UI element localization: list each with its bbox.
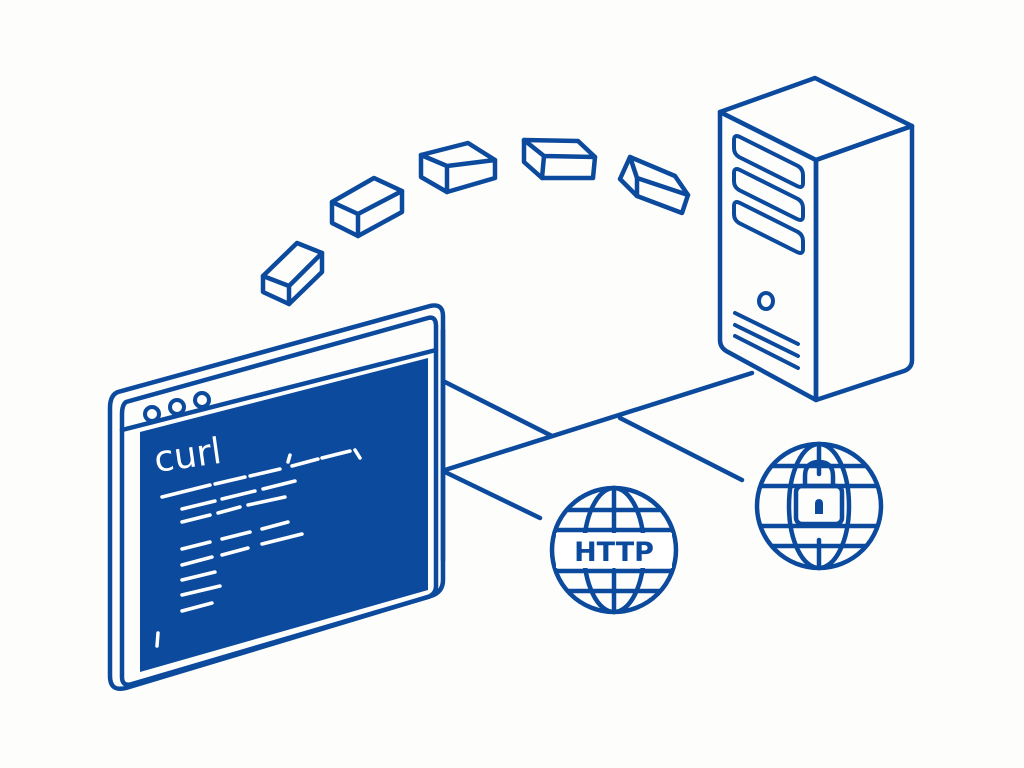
window-button-minimize-icon <box>168 398 186 416</box>
power-button-icon <box>757 291 775 311</box>
packet-icon <box>260 240 325 307</box>
vent-lines <box>733 311 800 370</box>
packet-icon <box>617 154 691 216</box>
terminal-window: curl <box>107 303 446 691</box>
window-button-maximize-icon <box>193 391 211 409</box>
window-button-close-icon <box>143 405 161 423</box>
packet-icon <box>521 137 598 181</box>
padlock-icon <box>793 459 845 527</box>
data-packets <box>260 137 691 307</box>
connection-lines <box>440 327 755 563</box>
cursor <box>155 631 160 648</box>
packet-icon <box>329 175 405 239</box>
server-icon <box>717 75 915 403</box>
window-buttons <box>143 391 211 423</box>
drive-bays <box>732 134 805 255</box>
globe-lock-icon <box>754 441 884 571</box>
globe-http-icon: HTTP <box>549 485 679 615</box>
packet-icon <box>418 140 498 195</box>
code-lines <box>160 448 362 613</box>
globe-http-label: HTTP <box>574 537 654 568</box>
command-text: curl <box>152 431 224 481</box>
